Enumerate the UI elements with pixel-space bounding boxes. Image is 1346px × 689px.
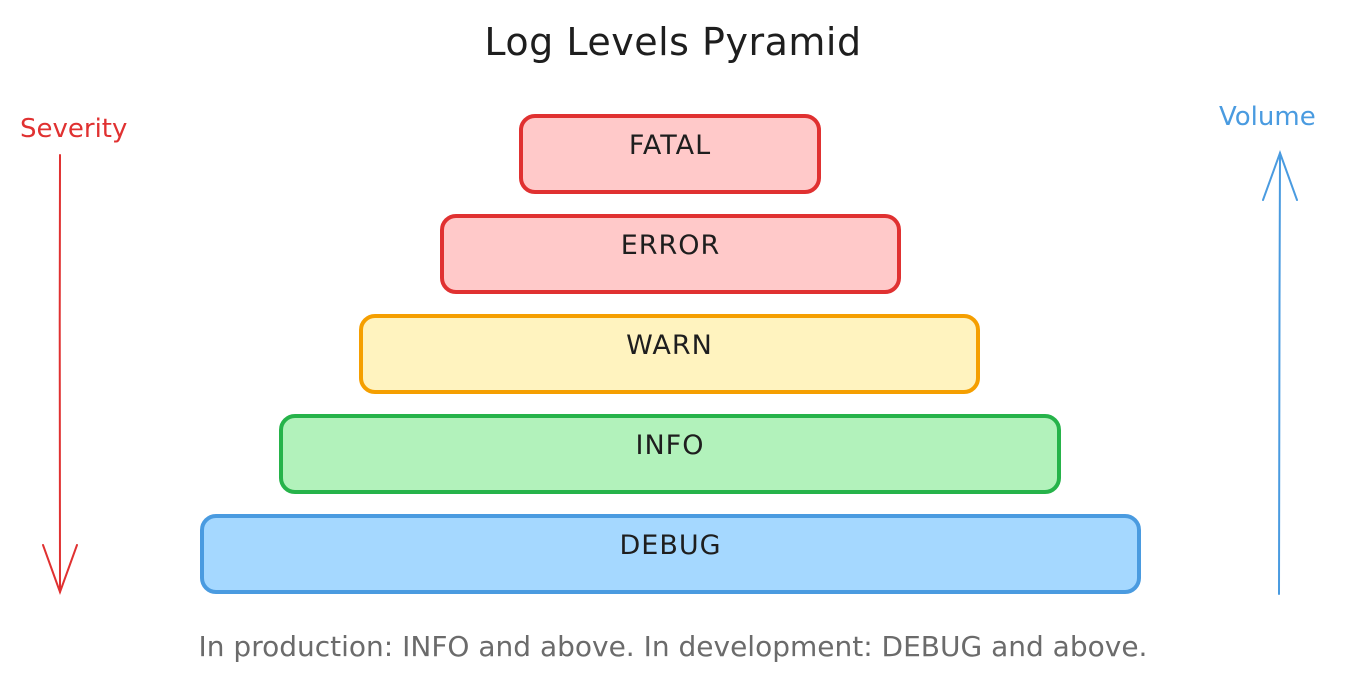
severity-label: Severity (20, 114, 128, 144)
volume-label: Volume (1219, 102, 1316, 132)
tier-fatal-label: FATAL (628, 130, 712, 161)
tier-fatal: FATAL (519, 114, 821, 194)
volume-arrow-up (1262, 150, 1298, 595)
tier-error: ERROR (440, 214, 901, 294)
tier-warn: WARN (359, 314, 980, 394)
tier-debug-label: DEBUG (619, 530, 722, 561)
tier-info-label: INFO (635, 430, 705, 461)
tier-info: INFO (279, 414, 1061, 494)
tier-debug: DEBUG (200, 514, 1141, 594)
tier-error-label: ERROR (620, 230, 721, 261)
diagram-title: Log Levels Pyramid (484, 20, 862, 64)
severity-arrow-down (42, 154, 78, 595)
tier-warn-label: WARN (626, 330, 713, 361)
footer-note: In production: INFO and above. In develo… (198, 630, 1148, 663)
